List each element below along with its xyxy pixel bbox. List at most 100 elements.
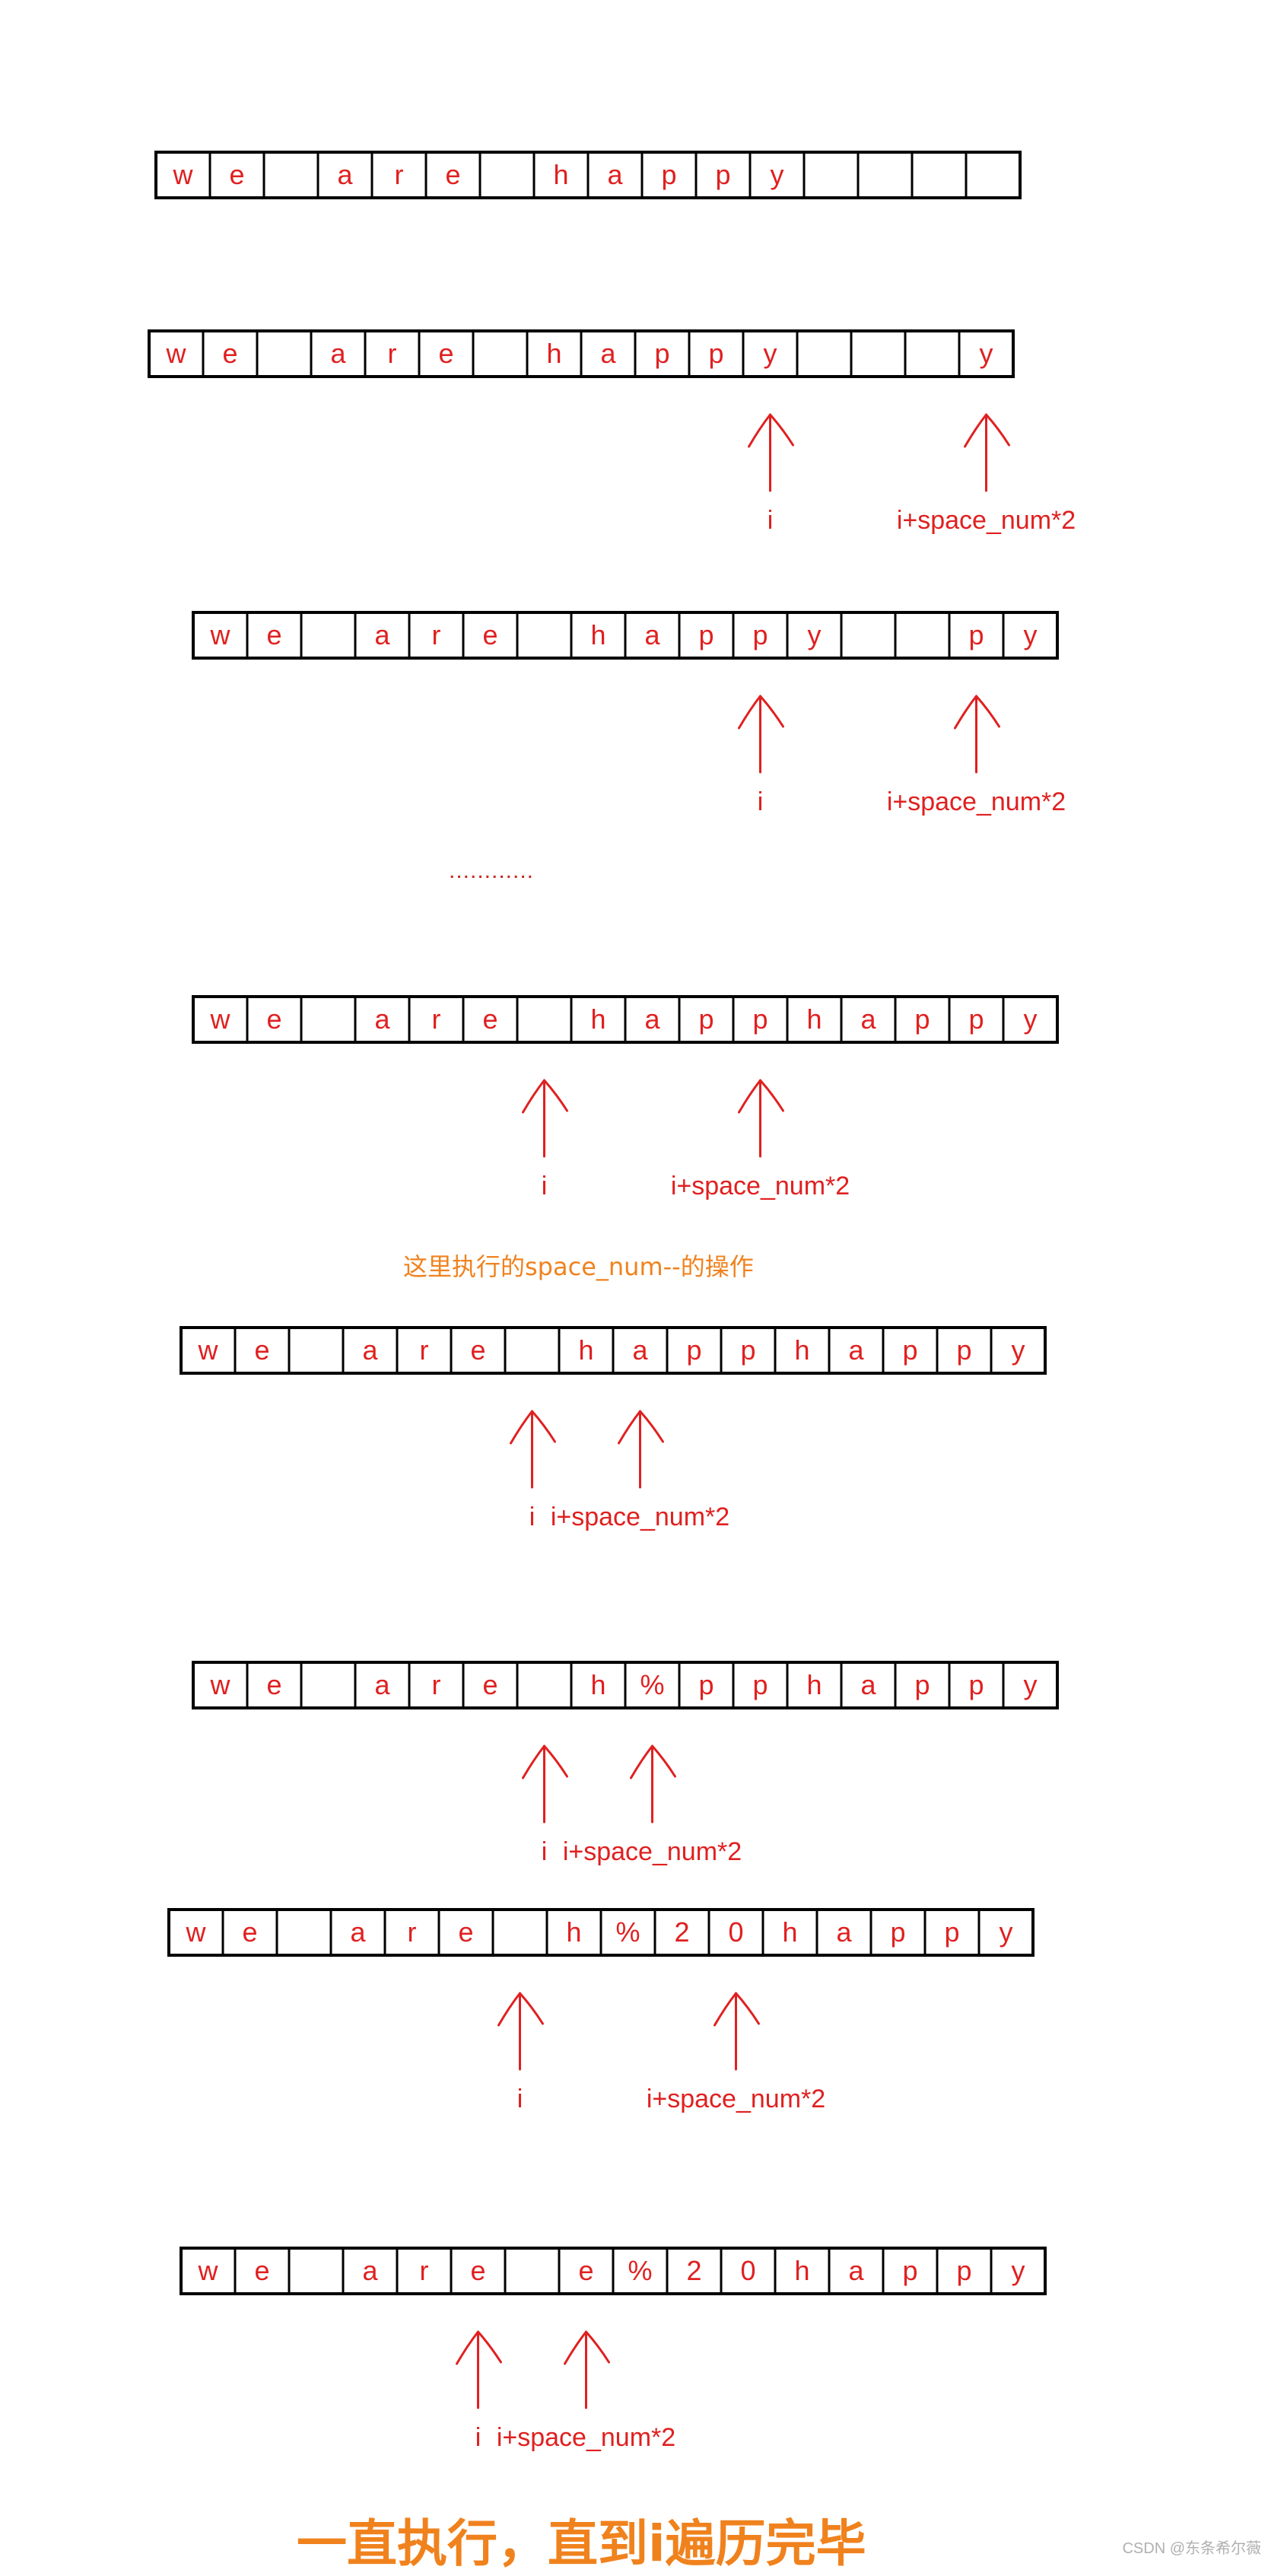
cell-char: % [640,1669,664,1700]
cell-char: a [330,338,346,369]
cell-char: h [546,338,561,369]
cell-char: r [432,1003,441,1035]
cell-char: p [698,619,714,650]
cell-char: p [902,2255,917,2286]
cell-char: % [615,1916,640,1948]
cell-char: e [242,1916,257,1948]
cell-char: w [198,2255,219,2286]
pointer-label-space: i+space_num*2 [887,787,1066,816]
pointer-label-space: i+space_num*2 [897,506,1076,535]
cell-char: a [607,159,623,190]
cell-char: p [752,1003,768,1035]
cell-char: p [890,1916,905,1948]
cell-char: h [590,1003,605,1035]
cell-char: y [771,159,784,190]
cell-char: e [578,2255,593,2286]
pointer-label-space: i+space_num*2 [497,2423,675,2452]
cell-char: r [432,1669,441,1700]
cell-char: e [222,338,237,369]
pointer-arrow-3-1 [738,1079,784,1158]
cell-char: y [1024,1003,1038,1035]
cell-char: p [956,1334,971,1366]
cell-char: y [980,338,993,369]
cell-char: w [198,1334,219,1366]
pointer-arrow-1-0 [748,413,794,492]
cell-char: p [740,1334,755,1366]
cell-char: e [470,1334,485,1366]
cell-char: w [173,159,194,190]
cell-char: e [482,1669,497,1700]
pointer-label-i: i [758,787,764,816]
cell-char: e [229,159,244,190]
cell-char: p [686,1334,701,1366]
cell-char: a [632,1334,648,1366]
cell-char: y [1012,1334,1025,1366]
cell-char: r [432,619,441,650]
pointer-label-i: i [529,1503,536,1531]
cell-char: y [1024,619,1038,650]
cell-char: a [374,619,390,650]
cell-char: w [210,619,231,650]
cell-char: p [752,1669,768,1700]
cell-char: e [266,1003,281,1035]
cell-char: a [374,1669,390,1700]
cell-char: p [968,619,984,650]
cell-char: e [470,2255,485,2286]
pointer-label-space: i+space_num*2 [551,1503,729,1531]
cell-char: r [388,338,397,369]
cell-char: h [553,159,568,190]
cell-char: a [362,1334,378,1366]
pointer-label-i: i [768,506,774,535]
loop-until-done-note: 一直执行，直到i遍历完毕 [297,2514,866,2573]
cell-char: p [752,619,768,650]
cell-char: h [794,1334,809,1366]
cell-char: p [715,159,730,190]
cell-char: a [860,1003,876,1035]
cell-char: r [420,2255,429,2286]
cell-char: p [708,338,723,369]
cell-char: h [578,1334,593,1366]
cell-char: h [794,2255,809,2286]
pointer-arrow-6-0 [497,1992,544,2071]
cell-char: w [166,338,187,369]
cell-char: a [337,159,353,190]
pointer-arrow-5-0 [522,1744,568,1824]
cell-char: w [210,1003,231,1035]
cell-char: 2 [686,2255,701,2286]
cell-char: a [362,2255,378,2286]
cell-char: e [458,1916,473,1948]
cell-char: p [968,1669,984,1700]
cell-char: p [902,1334,917,1366]
pointer-label-i: i [517,2085,523,2113]
cell-char: a [848,2255,864,2286]
pointer-label-space: i+space_num*2 [647,2085,825,2113]
cell-char: h [782,1916,797,1948]
pointer-label-i: i [542,1837,548,1866]
cell-char: 0 [740,2255,755,2286]
cell-char: h [806,1669,822,1700]
cell-char: e [482,1003,497,1035]
cell-char: h [590,619,605,650]
cell-char: e [266,619,281,650]
cell-char: e [254,1334,269,1366]
pointer-arrow-5-1 [630,1744,676,1824]
cell-char: w [210,1669,231,1700]
pointer-arrow-7-1 [564,2330,610,2409]
pointer-arrow-3-0 [522,1079,568,1158]
cell-char: a [374,1003,390,1035]
cell-char: y [1012,2255,1025,2286]
cell-char: p [944,1916,959,1948]
pointer-arrow-1-1 [964,413,1010,492]
cell-char: y [808,619,822,650]
cell-char: w [186,1916,207,1948]
pointer-arrow-4-1 [618,1410,664,1489]
